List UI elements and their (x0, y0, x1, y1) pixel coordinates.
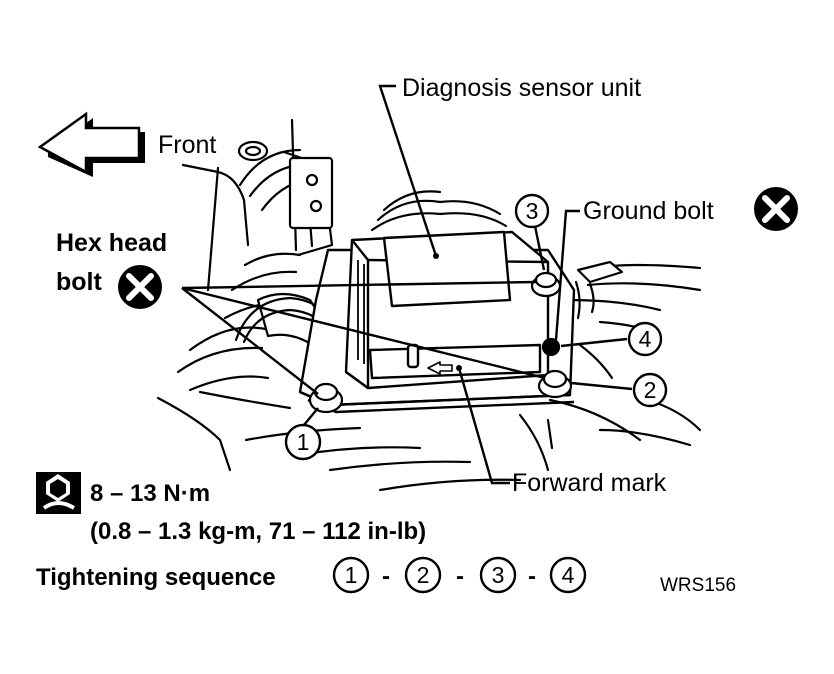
svg-text:2: 2 (644, 377, 657, 403)
callout-3: 3 (514, 193, 550, 229)
sequence-step-2: 2 (404, 556, 442, 594)
circle-x-icon (118, 265, 162, 309)
hex-head-bolt-label-line1: Hex head (56, 229, 167, 257)
callout-2: 2 (632, 372, 668, 408)
callout-1: 1 (284, 423, 322, 461)
bolts-drawing (308, 271, 573, 414)
svg-text:3: 3 (526, 198, 539, 224)
grommet-drawing (237, 140, 269, 162)
svg-text:1: 1 (345, 562, 358, 588)
forward-mark-label: Forward mark (512, 469, 667, 497)
svg-text:1: 1 (297, 429, 310, 455)
circle-x-icon (754, 187, 798, 231)
figure-code: WRS156 (660, 575, 736, 596)
bracket-drawing (288, 156, 334, 230)
sequence-separator: - (382, 563, 390, 590)
diagnosis-sensor-unit-drawing (298, 230, 576, 414)
leader-lines (181, 84, 633, 485)
wrench-icon (36, 472, 81, 514)
sequence-step-4: 4 (549, 556, 587, 594)
hex-head-bolt-label-line2: bolt (56, 268, 102, 296)
diagnosis-sensor-unit-label: Diagnosis sensor unit (402, 74, 641, 102)
left-arrow-icon (37, 111, 145, 177)
torque-value: 8 – 13 N·m (90, 480, 210, 507)
sequence-separator: - (456, 563, 464, 590)
front-label: Front (158, 131, 216, 159)
callout-4: 4 (627, 321, 663, 357)
svg-text:4: 4 (639, 326, 652, 352)
sequence-separator: - (528, 563, 536, 590)
svg-text:2: 2 (417, 562, 430, 588)
svg-text:3: 3 (492, 562, 505, 588)
sequence-step-3: 3 (479, 556, 517, 594)
ground-bolt-label: Ground bolt (583, 197, 714, 225)
svg-text:4: 4 (562, 562, 575, 588)
torque-alt-units: (0.8 – 1.3 kg-m, 71 – 112 in-lb) (90, 518, 426, 545)
sequence-step-1: 1 (332, 556, 370, 594)
tightening-sequence-label: Tightening sequence (36, 564, 276, 591)
